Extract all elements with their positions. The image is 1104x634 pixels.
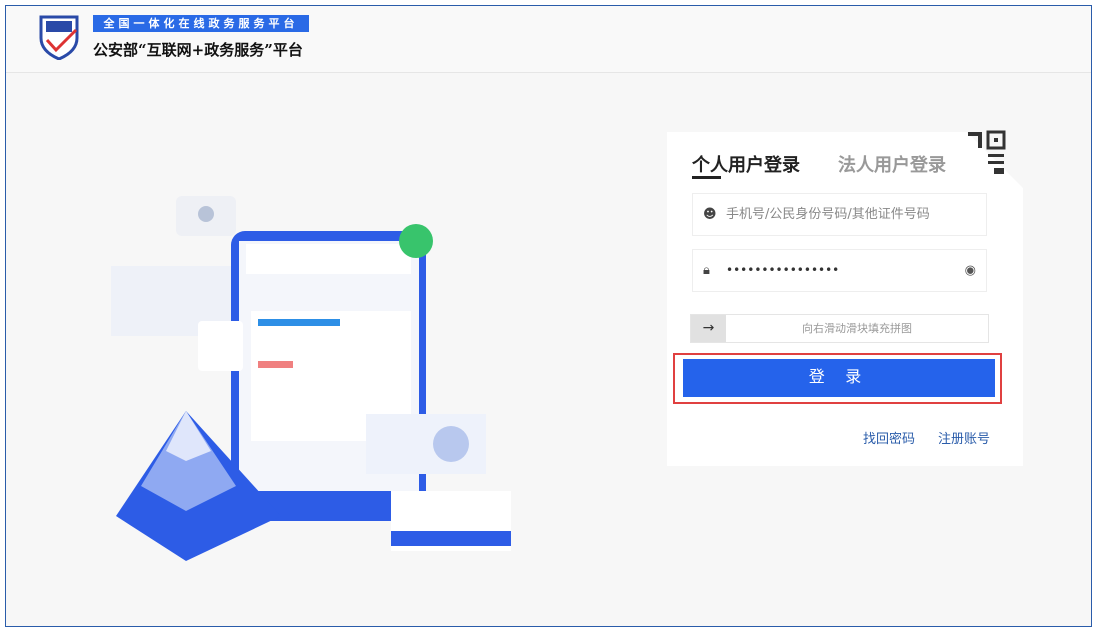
slide-captcha[interactable]: → 向右滑动滑块填充拼图 bbox=[690, 314, 989, 343]
account-placeholder: 手机号/公民身份号码/其他证件号码 bbox=[726, 207, 930, 222]
login-button[interactable]: 登 录 bbox=[683, 359, 995, 397]
tab-personal-login[interactable]: 个人用户登录 bbox=[692, 155, 800, 176]
active-tab-indicator bbox=[692, 176, 721, 179]
platform-banner: 全国一体化在线政务服务平台 bbox=[93, 15, 309, 32]
lock-icon: 🔒︎ bbox=[703, 263, 710, 278]
slider-hint: 向右滑动滑块填充拼图 bbox=[802, 322, 912, 335]
password-input[interactable]: 🔒︎ •••••••••••••••• ◉ bbox=[692, 249, 987, 292]
show-password-eye-icon[interactable]: ◉ bbox=[964, 263, 976, 278]
slider-handle[interactable]: → bbox=[691, 315, 726, 342]
tab-corporate-login[interactable]: 法人用户登录 bbox=[838, 155, 946, 176]
platform-subtitle: 公安部“互联网+政务服务”平台 bbox=[93, 41, 303, 59]
police-badge-logo bbox=[39, 15, 79, 60]
account-input[interactable]: ☻ 手机号/公民身份号码/其他证件号码 bbox=[692, 193, 987, 236]
header: 全国一体化在线政务服务平台 公安部“互联网+政务服务”平台 bbox=[6, 6, 1091, 73]
phone-illustration bbox=[111, 196, 511, 561]
login-card bbox=[667, 132, 1023, 466]
highlight-box bbox=[673, 353, 1002, 404]
register-link[interactable]: 注册账号 bbox=[938, 432, 991, 447]
forgot-password-link[interactable]: 找回密码 bbox=[863, 432, 916, 447]
password-value: •••••••••••••••• bbox=[726, 263, 840, 277]
qr-code-icon[interactable] bbox=[960, 128, 1008, 178]
user-icon: ☻ bbox=[703, 207, 717, 222]
